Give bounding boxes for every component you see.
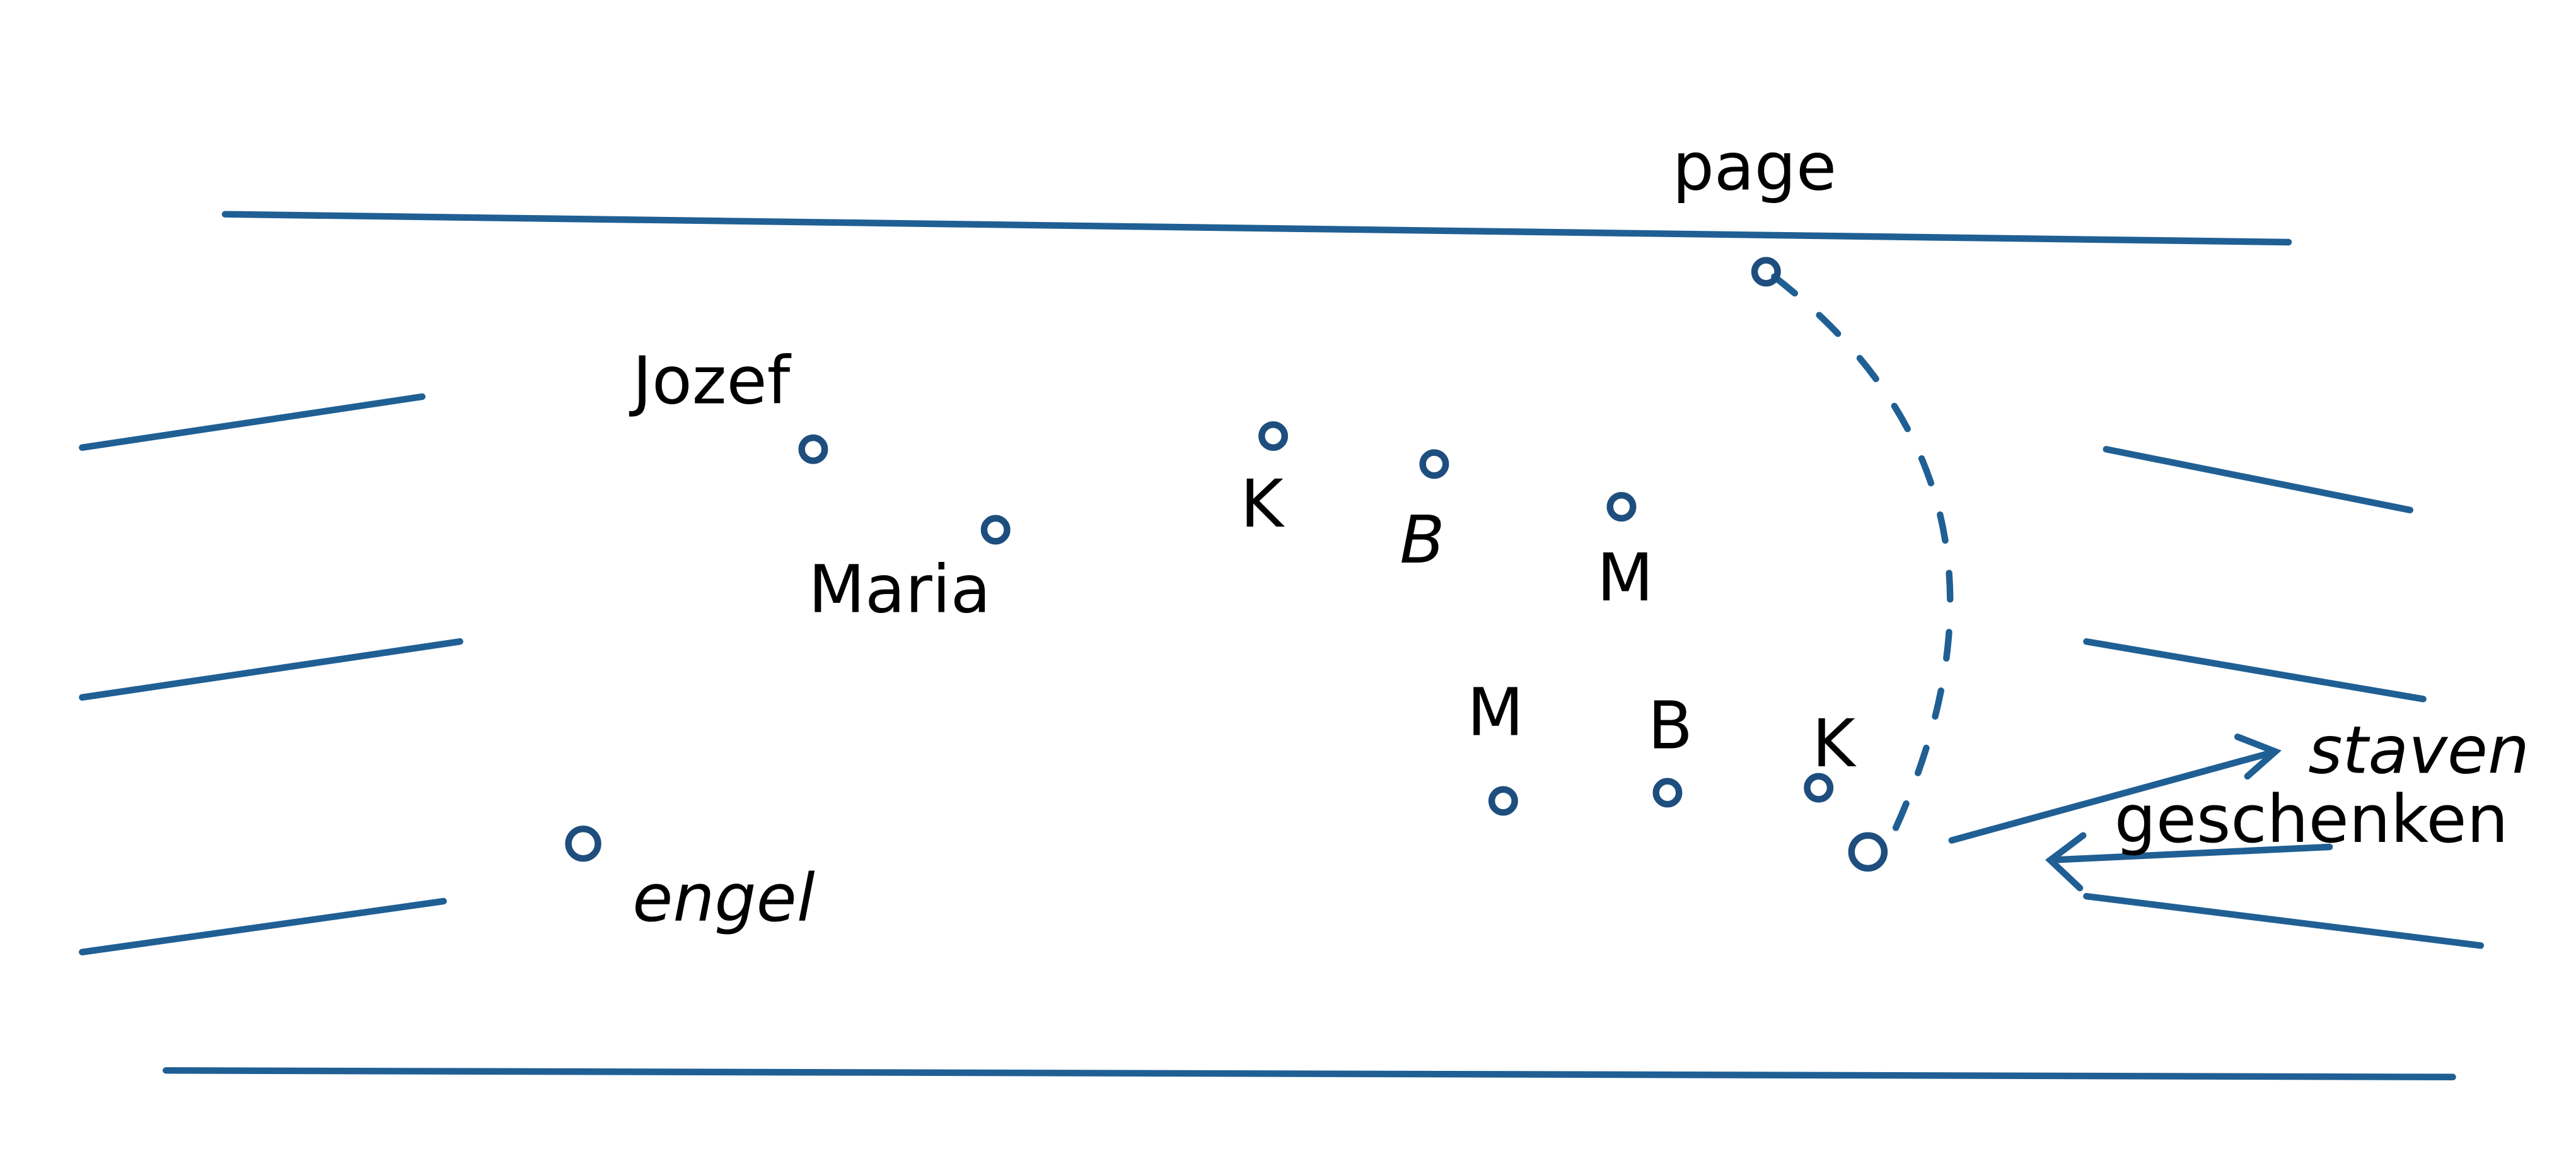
right-wing-line-1 [2103,446,2414,513]
label-b2: B [1648,687,1693,764]
label-m2: M [1467,674,1524,751]
right-wing-line-2 [2083,638,2427,703]
left-wing-line-1 [79,393,426,451]
right-wing-line-3 [2083,892,2485,949]
maria-position-dot [980,515,1011,545]
stage-bottom-edge [162,1067,2456,1080]
staven-arrow [1948,733,2282,844]
page-end-position-dot [1848,832,1888,872]
b1-position-dot [1419,449,1449,479]
k2-position-dot [1804,773,1834,803]
k1-position-dot [1258,421,1288,451]
m2-position-dot [1488,786,1518,816]
label-engel: engel [632,860,815,937]
b2-position-dot [1652,778,1683,808]
geschenken-arrow [2045,832,2333,892]
stage-top-edge [221,211,2292,246]
left-wing-line-3 [79,897,447,955]
label-page: page [1673,129,1836,206]
label-geschenken: geschenken [2115,781,2509,858]
engel-position-dot [565,826,601,862]
label-jozef: Jozef [629,342,791,419]
m1-position-dot [1606,492,1637,522]
label-k2: K [1812,705,1857,782]
jozef-position-dot [798,434,828,464]
left-wing-line-2 [79,638,463,701]
page-path-dashed [1771,273,1954,846]
label-m1: M [1597,539,1654,616]
label-b1: B [1400,501,1445,578]
label-k1: K [1240,465,1285,542]
label-maria: Maria [808,551,990,628]
page-position-dot [1751,257,1781,287]
label-staven: staven [2308,712,2529,789]
